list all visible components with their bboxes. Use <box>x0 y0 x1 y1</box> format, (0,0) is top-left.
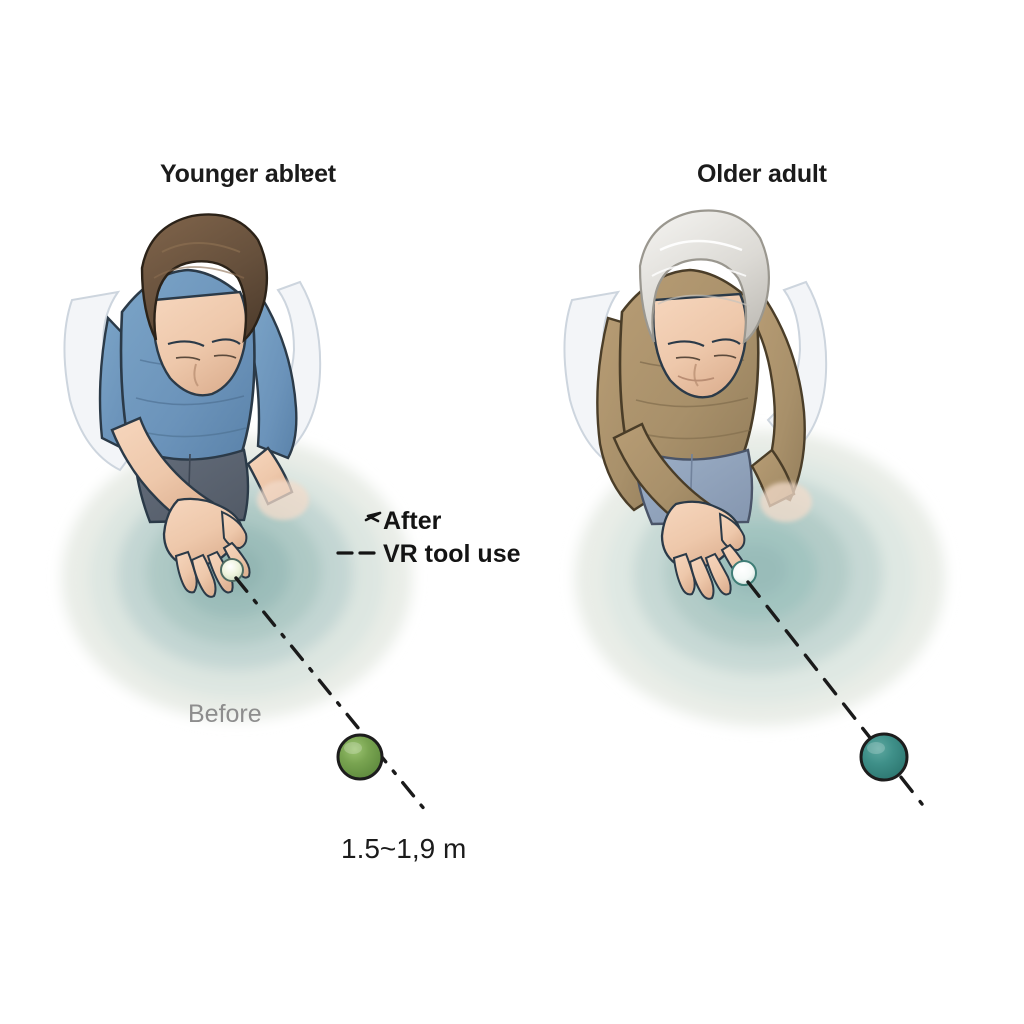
panel-title-younger: Younger ablɐet <box>160 160 336 188</box>
sphere-green <box>336 733 384 781</box>
eye-left <box>175 356 201 361</box>
hair <box>638 209 770 345</box>
person-older <box>596 209 812 600</box>
eye-right <box>713 354 737 359</box>
sweater-fold-2 <box>635 397 749 408</box>
nose <box>693 363 699 387</box>
center-target-older <box>731 560 757 586</box>
mouth <box>677 375 715 382</box>
legend-markers <box>336 511 382 555</box>
finger-2 <box>190 553 217 598</box>
panel-younger-adult <box>62 213 427 812</box>
nose <box>193 363 199 387</box>
label-distance: 1.5~1,9 m <box>341 833 467 864</box>
hair-strand-2 <box>651 264 747 277</box>
label-before: Before <box>188 700 262 728</box>
after-tick-icon <box>364 511 382 523</box>
finger-2 <box>688 555 715 600</box>
eye-right <box>213 354 237 359</box>
hair-strand-1 <box>659 239 743 252</box>
target-sphere-younger <box>336 733 384 781</box>
shirt-fold-2 <box>135 395 245 406</box>
finger-3 <box>704 552 732 596</box>
center-dot <box>220 558 244 582</box>
sphere-highlight <box>344 742 362 754</box>
sphere-teal <box>859 732 909 782</box>
person-younger <box>98 213 309 598</box>
shirt-right-sleeve <box>248 295 298 460</box>
eyebrow-left <box>167 340 205 347</box>
legend-label-after: After <box>383 507 442 535</box>
right-hand-blur <box>257 480 309 520</box>
right-hand-blur <box>760 482 812 522</box>
eyebrow-right <box>211 338 241 345</box>
sphere-highlight <box>867 742 885 754</box>
eye-left <box>675 356 701 361</box>
target-sphere-older <box>859 732 909 782</box>
hair-strand-2 <box>153 266 245 279</box>
legend-label-vr-tool-use: VR tool use <box>383 540 521 568</box>
panel-older-adult <box>563 209 945 806</box>
hair <box>140 213 269 343</box>
hair-strand-1 <box>161 242 241 253</box>
eyebrow-left <box>667 340 705 347</box>
center-dot <box>731 560 757 586</box>
panel-title-older: Older adult <box>697 160 827 188</box>
trajectory-line-younger <box>234 576 427 812</box>
eyebrow-right <box>711 338 741 345</box>
center-target-younger <box>220 558 244 582</box>
hair-strand-3 <box>657 294 751 307</box>
